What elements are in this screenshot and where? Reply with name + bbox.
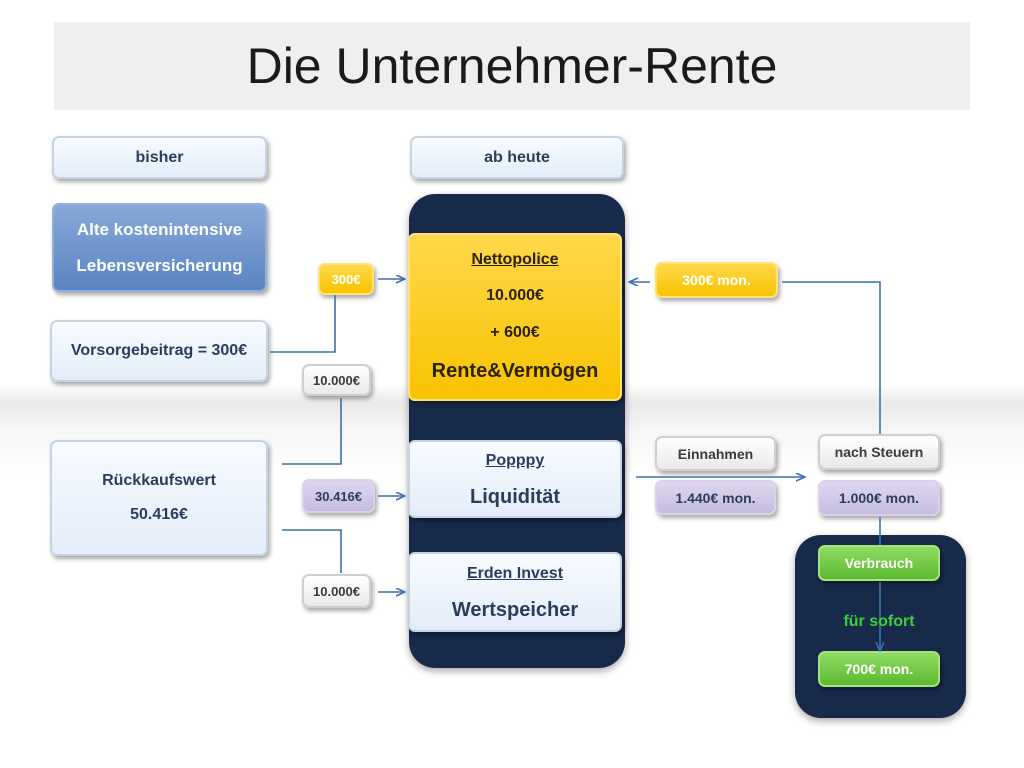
page-title: Die Unternehmer-Rente — [246, 38, 778, 94]
immediate-label: für sofort — [843, 613, 915, 630]
income-value-box: 1.440€ mon. — [655, 480, 776, 515]
old-insurance-line-2: Lebensversicherung — [76, 255, 243, 275]
header-bisher: bisher — [52, 136, 267, 179]
income-label: Einnahmen — [677, 445, 754, 462]
after-tax-value: 1.000€ mon. — [838, 490, 920, 506]
surrender-value: 50.416€ — [130, 506, 188, 523]
pension-return-connector — [782, 281, 881, 434]
tag-10000-top-label: 10.000€ — [313, 372, 360, 388]
old-insurance-box: Alte kostenintensive Lebensversicherung — [52, 203, 267, 292]
header-bisher-label: bisher — [135, 148, 184, 166]
erden-invest-label: Wertspeicher — [451, 599, 579, 621]
nettopolice-label: Rente&Vermögen — [431, 360, 599, 382]
popppy-box: Popppy Liquidität — [408, 440, 622, 518]
nettopolice-amount: 10.000€ — [486, 287, 544, 304]
income-value: 1.440€ mon. — [675, 489, 756, 506]
erden-invest-name: Erden Invest — [466, 565, 564, 582]
old-insurance-line-1: Alte kostenintensive — [76, 219, 243, 239]
tag-10000-top: 10.000€ — [302, 364, 371, 396]
header-ab-heute-label: ab heute — [484, 148, 550, 166]
tag-300: 300€ — [318, 263, 374, 295]
nettopolice-plus: + 600€ — [490, 324, 540, 341]
tag-30416: 30.416€ — [302, 479, 375, 513]
nettopolice-name: Nettopolice — [471, 251, 559, 268]
tag-10000-bottom: 10.000€ — [302, 574, 371, 608]
tag-300-monthly-label: 300€ mon. — [682, 272, 751, 288]
monthly-consumption-box: 700€ mon. — [818, 651, 940, 687]
after-tax-value-box: 1.000€ mon. — [818, 480, 940, 516]
erden-invest-box: Erden Invest Wertspeicher — [408, 552, 622, 632]
surrender-top-connector — [282, 398, 342, 465]
tag-300-monthly: 300€ mon. — [655, 262, 778, 298]
consumption-label: Verbrauch — [844, 555, 914, 571]
surrender-value-box: Rückkaufswert 50.416€ — [50, 440, 268, 556]
after-tax-label: nach Steuern — [834, 444, 924, 460]
consumption-box: Verbrauch — [818, 545, 940, 581]
tag-30416-label: 30.416€ — [315, 488, 362, 504]
monthly-consumption-value: 700€ mon. — [844, 661, 914, 677]
contribution-box: Vorsorgebeitrag = 300€ — [50, 320, 268, 382]
tag-300-label: 300€ — [331, 271, 361, 287]
popppy-name: Popppy — [485, 452, 545, 469]
popppy-label: Liquidität — [470, 486, 560, 508]
nettopolice-box: Nettopolice 10.000€ + 600€ Rente&Vermöge… — [408, 233, 622, 401]
surrender-bottom-connector — [282, 529, 342, 573]
tag-10000-bottom-label: 10.000€ — [313, 583, 360, 599]
surrender-label: Rückkaufswert — [102, 472, 216, 489]
after-tax-label-box: nach Steuern — [818, 434, 940, 470]
header-ab-heute: ab heute — [410, 136, 624, 179]
contribution-connector — [270, 295, 336, 353]
contribution-label: Vorsorgebeitrag = 300€ — [70, 342, 248, 359]
income-label-box: Einnahmen — [655, 436, 776, 471]
title-bar: Die Unternehmer-Rente — [54, 22, 970, 110]
